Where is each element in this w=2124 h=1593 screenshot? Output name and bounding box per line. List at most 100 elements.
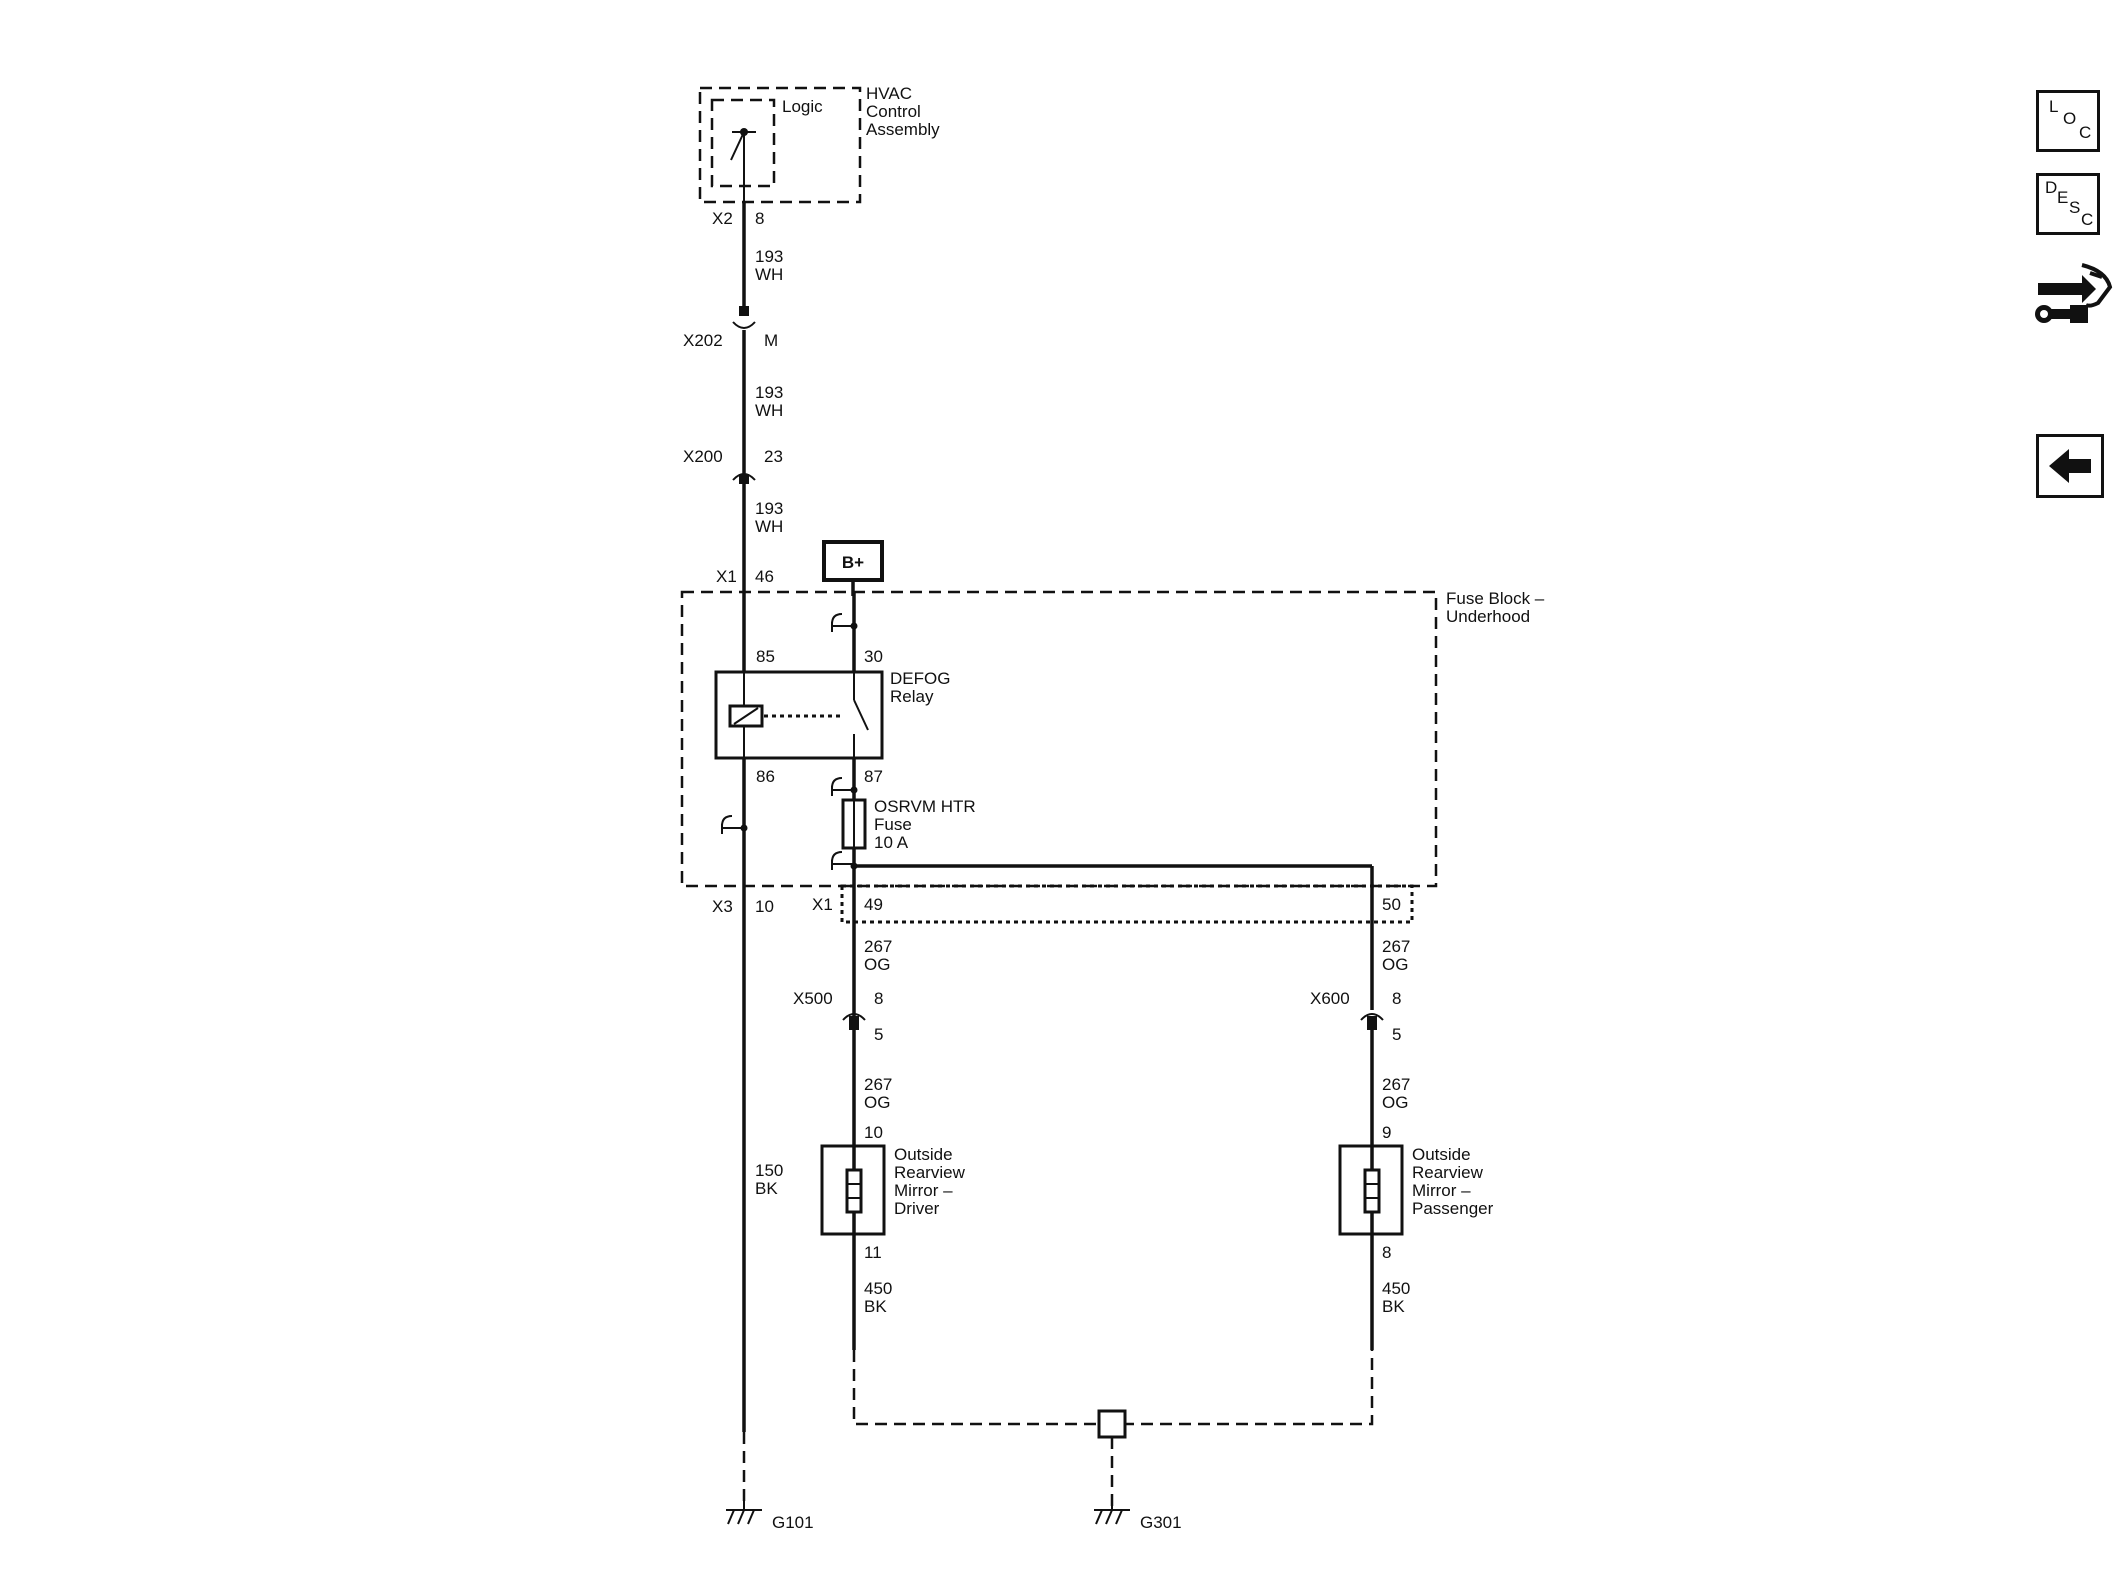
x200-label: X200 xyxy=(683,447,723,466)
fuse-name-line-2: Fuse xyxy=(874,815,912,834)
splice-left xyxy=(721,815,744,834)
x600-pin-bottom: 5 xyxy=(1392,1025,1401,1044)
wire-450-1-circuit: 450 xyxy=(864,1279,892,1298)
mirror-passenger-heater xyxy=(1338,1144,1404,1236)
wire-267-1-circuit: 267 xyxy=(864,937,892,956)
ground-g101-label: G101 xyxy=(772,1513,814,1532)
wire-450-2-color: BK xyxy=(1382,1297,1405,1316)
splice-dot xyxy=(850,786,858,794)
mirror-driver-name-line-2: Rearview xyxy=(894,1163,966,1182)
x1-top-label: X1 xyxy=(716,567,737,586)
wire-267-4-color: OG xyxy=(1382,1093,1408,1112)
wire-193-3-circuit: 193 xyxy=(755,499,783,518)
fuse-block-name-line-1: Fuse Block – xyxy=(1446,589,1545,608)
x202-label: X202 xyxy=(683,331,723,350)
x500-pin-bottom: 5 xyxy=(874,1025,883,1044)
wire-267-3-circuit: 267 xyxy=(1382,937,1410,956)
splice-b-plus xyxy=(831,613,854,632)
wire-193-3-color: WH xyxy=(755,517,783,536)
relay-name-line-1: DEFOG xyxy=(890,669,950,688)
mirror-driver-name-line-4: Driver xyxy=(894,1199,940,1218)
mirror-passenger-pin-top: 9 xyxy=(1382,1123,1391,1142)
relay-contact-arm xyxy=(853,699,869,731)
x1-bottom-label: X1 xyxy=(812,895,833,914)
relay-pin-85: 85 xyxy=(756,647,775,666)
hvac-name-line-2: Control xyxy=(866,102,921,121)
hvac-switch-pivot xyxy=(740,128,748,136)
x1-top-pin: 46 xyxy=(755,567,774,586)
wire-450-1-color: BK xyxy=(864,1297,887,1316)
x600-pin-top: 8 xyxy=(1392,989,1401,1008)
splice-dot xyxy=(850,862,858,870)
x2-label: X2 xyxy=(712,209,733,228)
wire-267-2-color: OG xyxy=(864,1093,890,1112)
wire-267-1-color: OG xyxy=(864,955,890,974)
wire-150-circuit: 150 xyxy=(755,1161,783,1180)
ground-splice-box xyxy=(1097,1409,1127,1439)
relay-name-line-2: Relay xyxy=(890,687,934,706)
hvac-name-line-1: HVAC xyxy=(866,84,912,103)
loc-letter-c: C xyxy=(2079,123,2092,142)
wire-267-2-circuit: 267 xyxy=(864,1075,892,1094)
relay-pin-87: 87 xyxy=(864,767,883,786)
relay-coil-slash xyxy=(733,707,759,725)
x202-connector xyxy=(732,306,756,329)
x200-connector xyxy=(732,473,756,484)
x1-bottom-pin-49: 49 xyxy=(864,895,883,914)
hvac-switch-blade xyxy=(730,131,745,161)
mirror-passenger-name-line-1: Outside xyxy=(1412,1145,1471,1164)
relay-pin-86: 86 xyxy=(756,767,775,786)
location-button[interactable]: L O C xyxy=(2036,90,2100,152)
desc-letter-e: E xyxy=(2057,188,2069,207)
description-button[interactable]: D E S C xyxy=(2036,173,2100,235)
desc-letter-c: C xyxy=(2081,210,2094,229)
desc-letter-s: S xyxy=(2069,198,2081,217)
x202-pin: M xyxy=(764,331,778,350)
relay-pin-30: 30 xyxy=(864,647,883,666)
hvac-outline xyxy=(698,86,862,204)
mirror-passenger-name-line-3: Mirror – xyxy=(1412,1181,1471,1200)
loc-letter-l: L xyxy=(2049,97,2059,116)
defog-relay xyxy=(714,670,884,760)
x3-label: X3 xyxy=(712,897,733,916)
wire-267-4-circuit: 267 xyxy=(1382,1075,1410,1094)
wire-193-1-color: WH xyxy=(755,265,783,284)
x500-connector xyxy=(842,1013,866,1030)
wire-150-color: BK xyxy=(755,1179,778,1198)
battery-label: B+ xyxy=(842,553,864,572)
hvac-logic-label: Logic xyxy=(782,97,823,116)
left-arrow-icon xyxy=(2049,449,2091,483)
fuse-rating: 10 A xyxy=(874,833,909,852)
splice-relay-87 xyxy=(831,777,854,796)
desc-letter-d: D xyxy=(2045,178,2058,197)
x600-label: X600 xyxy=(1310,989,1350,1008)
mirror-passenger-pin-bottom: 8 xyxy=(1382,1243,1391,1262)
fuse-name-line-1: OSRVM HTR xyxy=(874,797,976,816)
splice-dot xyxy=(850,622,858,630)
hvac-name-line-3: Assembly xyxy=(866,120,940,139)
x500-pin-top: 8 xyxy=(874,989,883,1008)
x200-pin: 23 xyxy=(764,447,783,466)
mirror-driver-pin-bottom: 11 xyxy=(864,1243,882,1262)
hvac-control-assembly: Logic HVAC Control Assembly xyxy=(698,84,940,204)
mirror-driver-name-line-1: Outside xyxy=(894,1145,953,1164)
back-button[interactable] xyxy=(2036,434,2104,498)
wire-193-2-circuit: 193 xyxy=(755,383,783,402)
mirror-driver-heater xyxy=(820,1144,886,1236)
mirror-driver-pin-top: 10 xyxy=(864,1123,883,1142)
connector-tool-icon[interactable] xyxy=(2030,255,2114,335)
mirror-passenger-name-line-2: Rearview xyxy=(1412,1163,1484,1182)
mirror-driver-name-line-3: Mirror – xyxy=(894,1181,953,1200)
wire-450-2-circuit: 450 xyxy=(1382,1279,1410,1298)
x600-connector xyxy=(1360,1013,1384,1030)
ground-g101-icon xyxy=(726,1500,762,1525)
splice-fuse-out xyxy=(831,851,854,870)
ground-g301-icon xyxy=(1094,1500,1130,1525)
wire-267-3-color: OG xyxy=(1382,955,1408,974)
wire-193-1-circuit: 193 xyxy=(755,247,783,266)
splice-dot xyxy=(740,824,748,832)
x500-label: X500 xyxy=(793,989,833,1008)
loc-letter-o: O xyxy=(2063,109,2077,128)
mirror-driver-heater-element xyxy=(845,1168,863,1214)
